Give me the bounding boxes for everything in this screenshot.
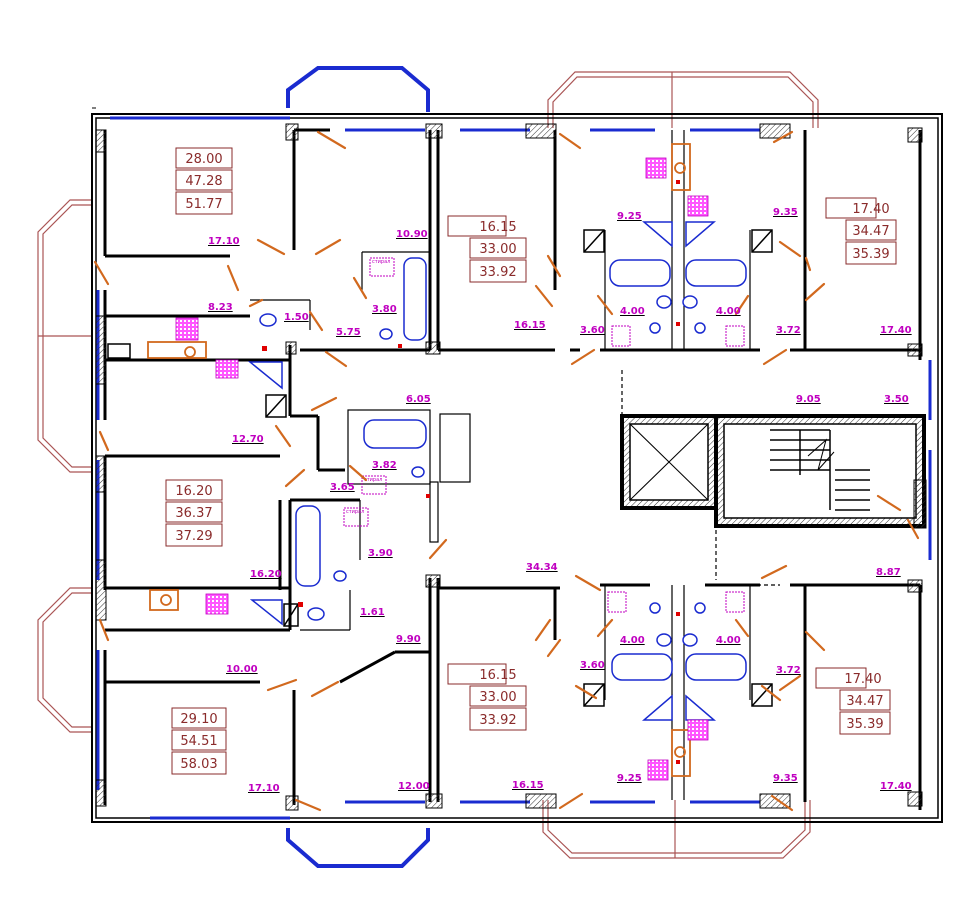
room-area: 17.40 [880,781,912,792]
room-area: 9.25 [617,211,642,222]
apartment-box-2: 16.15 33.00 33.92 [447,215,527,283]
living-area: 17.40 [844,672,881,687]
apartment-box-6: 17.40 34.47 35.39 [815,667,891,735]
room-area: 4.00 [716,306,741,317]
interior-walls [103,128,926,810]
kitchen-stoves [175,157,709,781]
total-area: 33.00 [479,690,516,705]
total-area: 34.47 [852,224,889,239]
room-area: 34.34 [526,562,558,573]
living-area: 16.15 [479,668,516,683]
living-area: 17.40 [852,202,889,217]
room-area: 8.87 [876,567,901,578]
room-area: 8.23 [208,302,233,313]
room-area: 3.90 [368,548,393,559]
living-area: 28.00 [185,152,222,167]
total-area: 36.37 [175,506,212,521]
apartment-area-boxes: 28.00 47.28 51.77 16.15 33.00 33.92 17.4… [165,147,897,775]
apartment-box-5: 16.15 33.00 33.92 [447,663,527,731]
room-area: 16.20 [250,569,282,580]
room-area: 3.65 [330,482,355,493]
windows [96,116,932,820]
room-area: 3.60 [580,325,605,336]
bay-windows [286,66,430,868]
room-area: 3.72 [776,665,801,676]
gross-area: 35.39 [846,717,883,732]
gross-area: 58.03 [180,757,217,772]
washer-label: стирал [372,259,390,265]
gross-area: 35.39 [852,247,889,262]
balconies [37,71,819,859]
room-labels: 17.10 10.90 9.25 9.35 8.23 1.50 5.75 3.8… [208,207,912,794]
sanitary-fixtures [247,221,717,721]
room-area: 5.75 [336,327,361,338]
vent-shafts [107,229,773,707]
washer-labels: стирал стирал стирал [346,259,390,515]
gross-area: 51.77 [185,197,222,212]
room-area: 3.50 [884,394,909,405]
total-area: 47.28 [185,174,222,189]
room-area: 17.10 [208,236,240,247]
room-area: 3.60 [580,660,605,671]
room-area: 4.00 [620,306,645,317]
apartment-box-3: 17.40 34.47 35.39 [825,197,897,265]
living-area: 16.15 [479,220,516,235]
gross-area: 33.92 [479,265,516,280]
room-area: 3.82 [372,460,397,471]
bathtubs [295,257,747,681]
room-area: 9.05 [796,394,821,405]
kitchen-counters [147,143,691,777]
room-area: 3.80 [372,304,397,315]
room-area: 16.15 [512,780,544,791]
room-area: 12.00 [398,781,430,792]
room-area: 1.50 [284,312,309,323]
columns [95,123,927,811]
washer-label: стирал [346,509,364,515]
room-area: 12.70 [232,434,264,445]
room-area: 16.15 [514,320,546,331]
room-area: 17.40 [880,325,912,336]
room-area: 9.35 [773,773,798,784]
room-area: 10.00 [226,664,258,675]
apartment-box-7: 29.10 54.51 58.03 [171,707,227,775]
room-area: 1.61 [360,607,385,618]
washer-label: стирал [364,477,382,483]
room-area: 4.00 [620,635,645,646]
total-area: 33.00 [479,242,516,257]
room-area: 4.00 [716,635,741,646]
washer-boxes [343,257,745,613]
room-area: 6.05 [406,394,431,405]
room-area: 9.25 [617,773,642,784]
room-area: 9.90 [396,634,421,645]
living-area: 29.10 [180,712,217,727]
apartment-box-1: 28.00 47.28 51.77 [175,147,233,215]
gross-area: 37.29 [175,529,212,544]
total-area: 54.51 [180,734,217,749]
room-area: 9.35 [773,207,798,218]
doors [93,130,920,812]
total-area: 34.47 [846,694,883,709]
living-area: 16.20 [175,484,212,499]
room-area: 10.90 [396,229,428,240]
risers [262,180,680,764]
stairs [770,429,870,511]
room-area: 3.72 [776,325,801,336]
room-area: 17.10 [248,783,280,794]
gross-area: 33.92 [479,713,516,728]
apartment-box-4: 16.20 36.37 37.29 [165,479,223,547]
